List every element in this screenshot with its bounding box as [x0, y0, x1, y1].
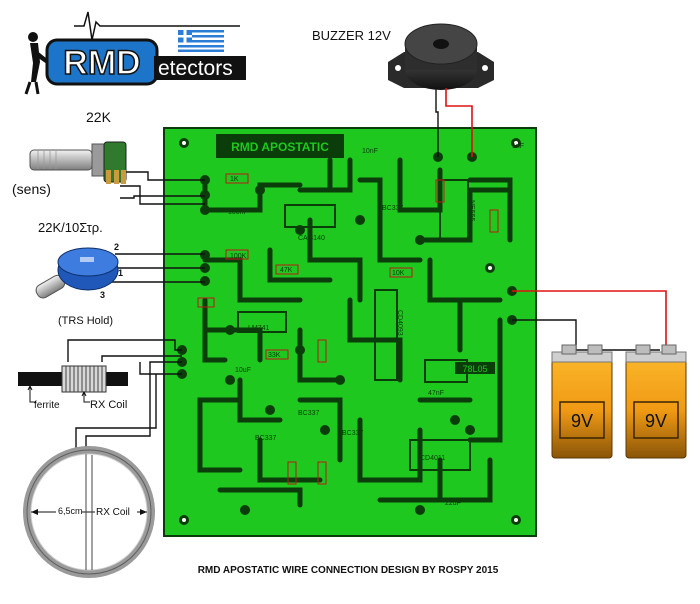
pot2-pin3: 3	[100, 290, 105, 300]
ferrite-label: ferrite	[34, 400, 60, 411]
pot2-name: (TRS Hold)	[58, 315, 113, 327]
pcb-reg: 78L05	[462, 364, 487, 374]
pcb-ic-ne555: NE555	[468, 200, 475, 222]
pcb-ic-lm741: LM741	[248, 325, 270, 332]
logo-brand: RMD	[63, 44, 140, 82]
pot2-pin2: 2	[114, 242, 119, 252]
battery1-label: 9V	[571, 411, 593, 431]
coil-diameter-label: 6,5cm	[58, 506, 83, 516]
coil-icon	[23, 446, 155, 578]
pcb-r-100k: 100K	[230, 253, 247, 260]
buzzer-icon	[388, 23, 494, 90]
logo: RMD etectors	[24, 11, 246, 95]
pcb-board: RMD APOSTATIC	[163, 127, 537, 537]
buzzer-label: BUZZER 12V	[312, 28, 391, 43]
pcb-c-100nf: 100nF	[228, 209, 248, 216]
pcb-ic-cd4093: CD4093	[396, 310, 403, 336]
potentiometer-icon	[29, 141, 127, 184]
pcb-ic-ca3140: CA 3140	[298, 235, 325, 242]
greek-flag-icon	[178, 30, 224, 52]
battery2-label: 9V	[645, 411, 667, 431]
pcb-r-10k: 10K	[392, 270, 405, 277]
potentiometer-icon	[35, 247, 119, 299]
pot1-name: (sens)	[12, 181, 51, 197]
battery-icon	[551, 344, 613, 459]
pcb-t2: BC337	[255, 435, 277, 442]
logo-suffix: etectors	[158, 57, 233, 80]
pot1-value: 22K	[86, 109, 112, 125]
pcb-t1: BC337	[298, 410, 320, 417]
pcb-c-1nf: 1nF	[512, 143, 524, 150]
pcb-c-47nf: 47nF	[428, 390, 444, 397]
battery-icon	[625, 344, 687, 459]
pcb-c-10nf: 10nF	[362, 148, 378, 155]
wires	[67, 88, 660, 455]
pcb-t4: BC337	[382, 205, 404, 212]
pot2-value: 22K/10Στρ.	[38, 220, 103, 235]
logo-suffix-bg	[154, 56, 246, 80]
pcb-r-1k: 1K	[230, 176, 239, 183]
pcb-r-47k: 47K	[280, 267, 293, 274]
rx-coil-small-label: RX Coil	[90, 399, 127, 411]
pcb-ic-cd4011: CD4011	[420, 455, 445, 462]
pcb-t3: BC337	[342, 430, 364, 437]
rx-coil-loop-label: RX Coil	[96, 507, 130, 518]
coil-icon	[18, 365, 128, 403]
pcb-title: RMD APOSTATIC	[231, 140, 329, 154]
red-wires	[445, 88, 667, 350]
pot2-pin1: 1	[118, 268, 123, 278]
pcb-r-33k: 33K	[268, 352, 281, 359]
caption: RMD APOSTATIC WIRE CONNECTION DESIGN BY …	[198, 565, 499, 576]
pcb-c-10uf: 10uF	[235, 367, 251, 374]
pcb-c-22uf: 22uF	[445, 500, 461, 507]
